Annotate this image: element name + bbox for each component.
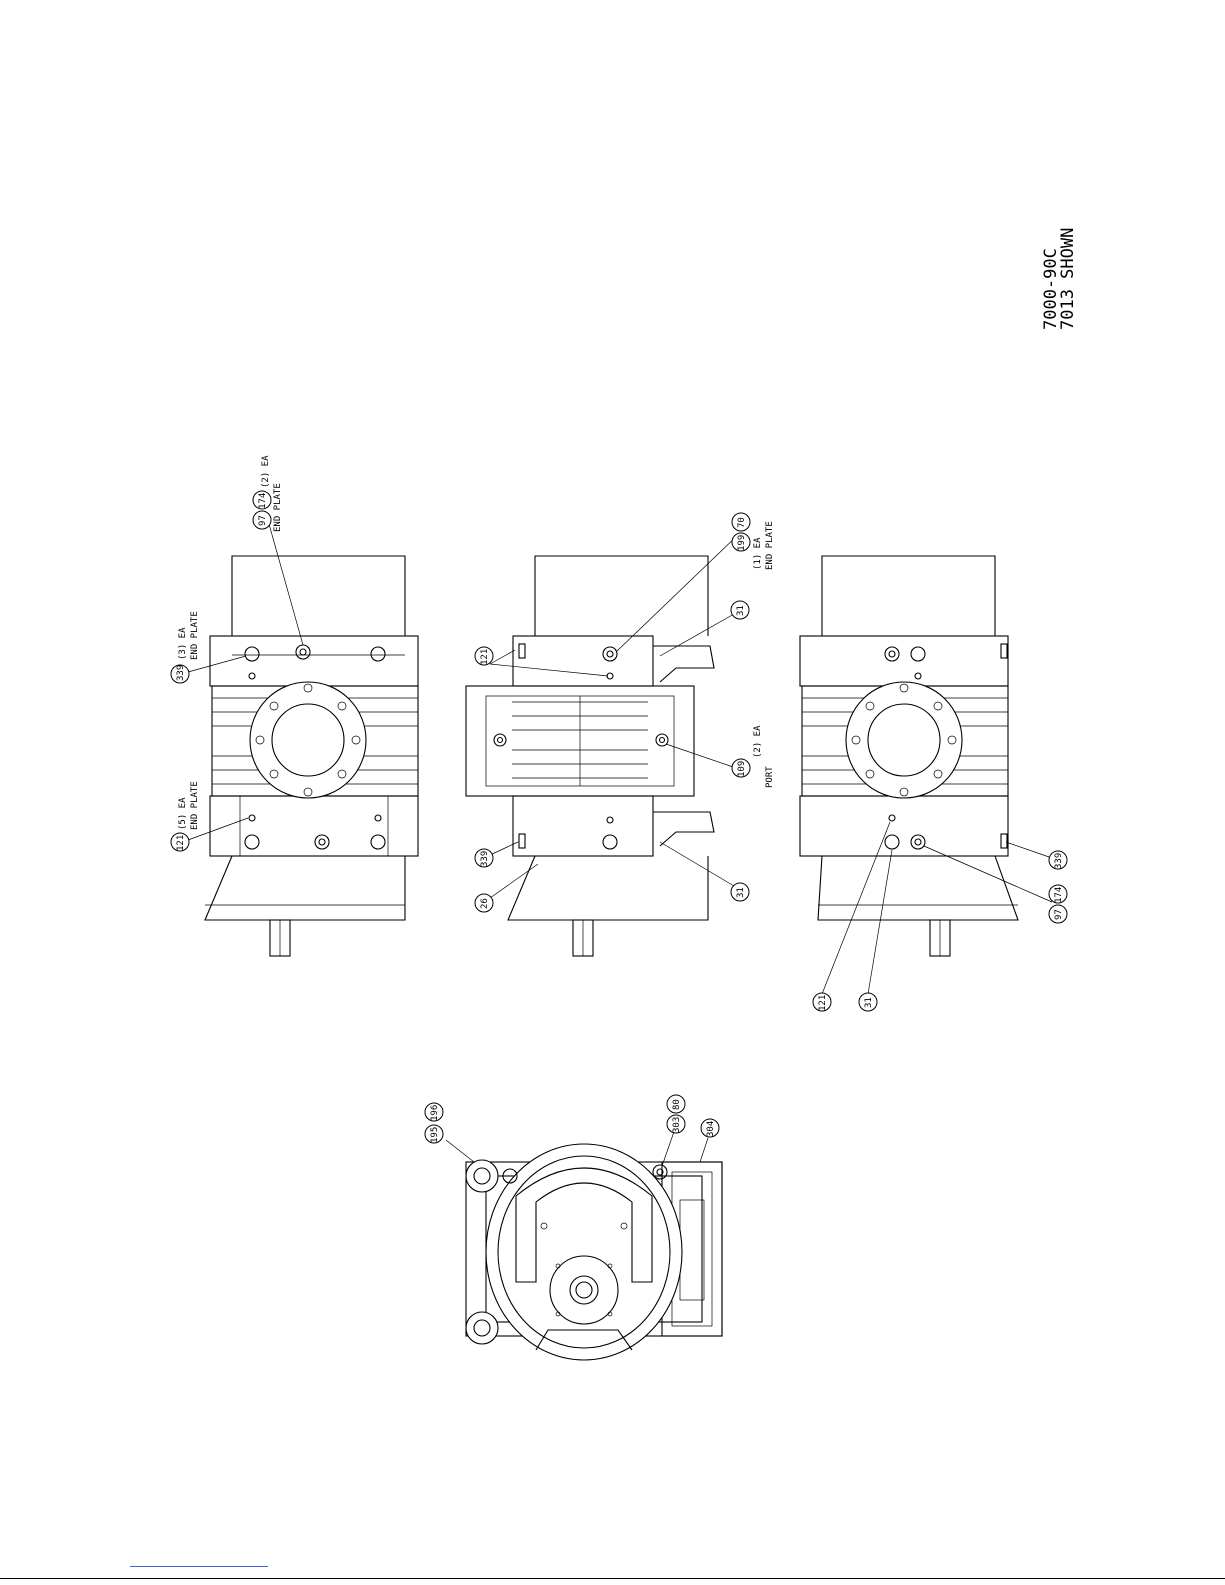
svg-text:199: 199 — [737, 535, 747, 551]
note-97-qty: (2) EA — [261, 455, 271, 488]
callout-121-right: 121 — [813, 993, 831, 1011]
model-line-2: 7013 SHOWN — [1058, 228, 1078, 330]
callout-339-middle: 339 — [475, 849, 493, 867]
svg-text:339: 339 — [480, 851, 490, 867]
callout-174-left: 174 — [253, 491, 271, 509]
note-339-qty: (3) EA — [178, 627, 188, 660]
callout-303-end: 303 — [667, 1115, 685, 1133]
callout-195-end: 195 — [425, 1125, 443, 1143]
note-339-where: END PLATE — [190, 611, 200, 660]
svg-text:339: 339 — [1054, 853, 1064, 869]
note-70-where: END PLATE — [765, 521, 775, 570]
callout-31-middle-top: 31 — [731, 601, 749, 619]
callout-31-middle-bottom: 31 — [731, 883, 749, 901]
note-70-qty: (1) EA — [753, 537, 763, 570]
svg-text:196: 196 — [430, 1105, 440, 1121]
callout-109-middle: 109 — [732, 759, 750, 777]
svg-text:195: 195 — [430, 1127, 440, 1143]
svg-text:97: 97 — [258, 515, 268, 526]
end-view: 195 196 303 80 304 — [425, 1095, 722, 1360]
svg-text:31: 31 — [736, 605, 746, 616]
svg-text:304: 304 — [706, 1121, 716, 1137]
callout-80-end: 80 — [667, 1095, 685, 1113]
side-view-left: 339 97 174 121 (3) EA END PLATE (2) EA E… — [171, 455, 418, 956]
model-designation: 7000-90C 7013 SHOWN — [1041, 228, 1078, 330]
svg-text:339: 339 — [176, 665, 186, 681]
footer-rule — [0, 1578, 1225, 1579]
svg-text:80: 80 — [672, 1099, 682, 1110]
svg-text:109: 109 — [737, 761, 747, 777]
callout-70-middle: 70 — [732, 513, 750, 531]
callout-199-middle: 199 — [732, 533, 750, 551]
callout-121-left: 121 — [171, 833, 189, 851]
side-view-middle: 70 199 121 31 109 339 26 31 (1 — [466, 513, 775, 956]
callout-174-right: 174 — [1049, 885, 1067, 903]
callout-304-end: 304 — [701, 1119, 719, 1137]
callout-196-end: 196 — [425, 1103, 443, 1121]
svg-text:97: 97 — [1054, 909, 1064, 920]
svg-text:174: 174 — [1054, 887, 1064, 903]
callout-339-right: 339 — [1049, 851, 1067, 869]
callout-31-right: 31 — [859, 993, 877, 1011]
svg-text:121: 121 — [176, 835, 186, 851]
svg-text:26: 26 — [480, 898, 490, 909]
svg-text:174: 174 — [258, 493, 268, 509]
note-109-where: PORT — [765, 766, 775, 788]
note-109-qty: (2) EA — [753, 725, 763, 758]
note-121-qty: (5) EA — [178, 797, 188, 830]
svg-text:31: 31 — [864, 997, 874, 1008]
svg-text:303: 303 — [672, 1117, 682, 1133]
svg-text:121: 121 — [480, 649, 490, 665]
side-view-right: 339 97 174 121 31 — [800, 556, 1067, 1011]
callout-339-left: 339 — [171, 665, 189, 683]
svg-text:121: 121 — [818, 995, 828, 1011]
svg-text:31: 31 — [736, 887, 746, 898]
callout-26-middle: 26 — [475, 894, 493, 912]
callout-121-middle: 121 — [475, 647, 493, 665]
callout-97-right: 97 — [1049, 905, 1067, 923]
callout-97-left: 97 — [253, 511, 271, 529]
note-97-where: END PLATE — [273, 483, 283, 532]
note-121-where: END PLATE — [190, 781, 200, 830]
svg-text:70: 70 — [737, 517, 747, 528]
footer-hyperlink-underline[interactable] — [130, 1566, 268, 1567]
